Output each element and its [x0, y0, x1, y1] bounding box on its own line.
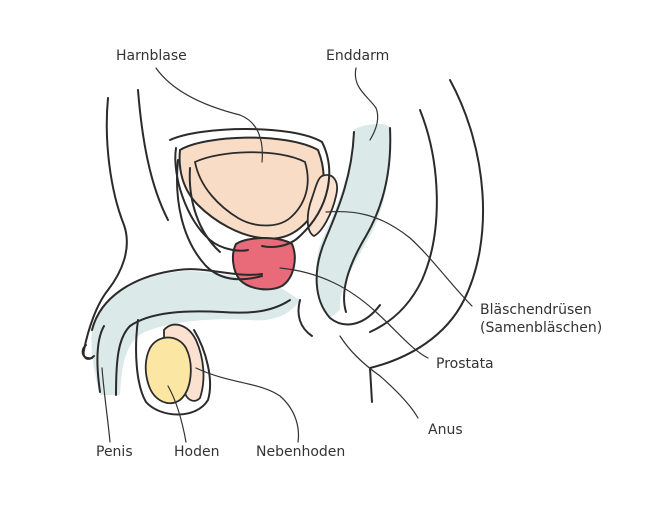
testis-shape — [144, 336, 192, 405]
leader-hoden — [167, 385, 187, 443]
anatomy-outlines — [81, 79, 485, 416]
rectum-shape — [316, 124, 391, 318]
leader-prostata — [279, 267, 429, 359]
leader-lines — [101, 67, 473, 443]
urethra-shape — [91, 271, 301, 395]
leader-anus — [339, 335, 419, 419]
label-enddarm: Enddarm — [326, 48, 390, 64]
label-harnblase: Harnblase — [116, 48, 187, 64]
label-anus: Anus — [428, 422, 463, 438]
label-blaeschendruesen: Bläschendrüsen — [480, 302, 592, 318]
leader-penis — [101, 367, 111, 443]
label-prostata: Prostata — [436, 356, 494, 372]
label-penis: Penis — [96, 444, 133, 460]
bladder-shape — [178, 136, 325, 240]
leader-harnblase — [155, 67, 263, 163]
leader-nebenhoden — [195, 367, 300, 443]
label-hoden: Hoden — [174, 444, 220, 460]
label-samenblaeschen: (Samenbläschen) — [480, 320, 603, 336]
leader-enddarm — [354, 67, 379, 141]
leader-blaeschen — [325, 210, 473, 307]
bladder-inner — [193, 151, 309, 227]
label-nebenhoden: Nebenhoden — [256, 444, 346, 460]
